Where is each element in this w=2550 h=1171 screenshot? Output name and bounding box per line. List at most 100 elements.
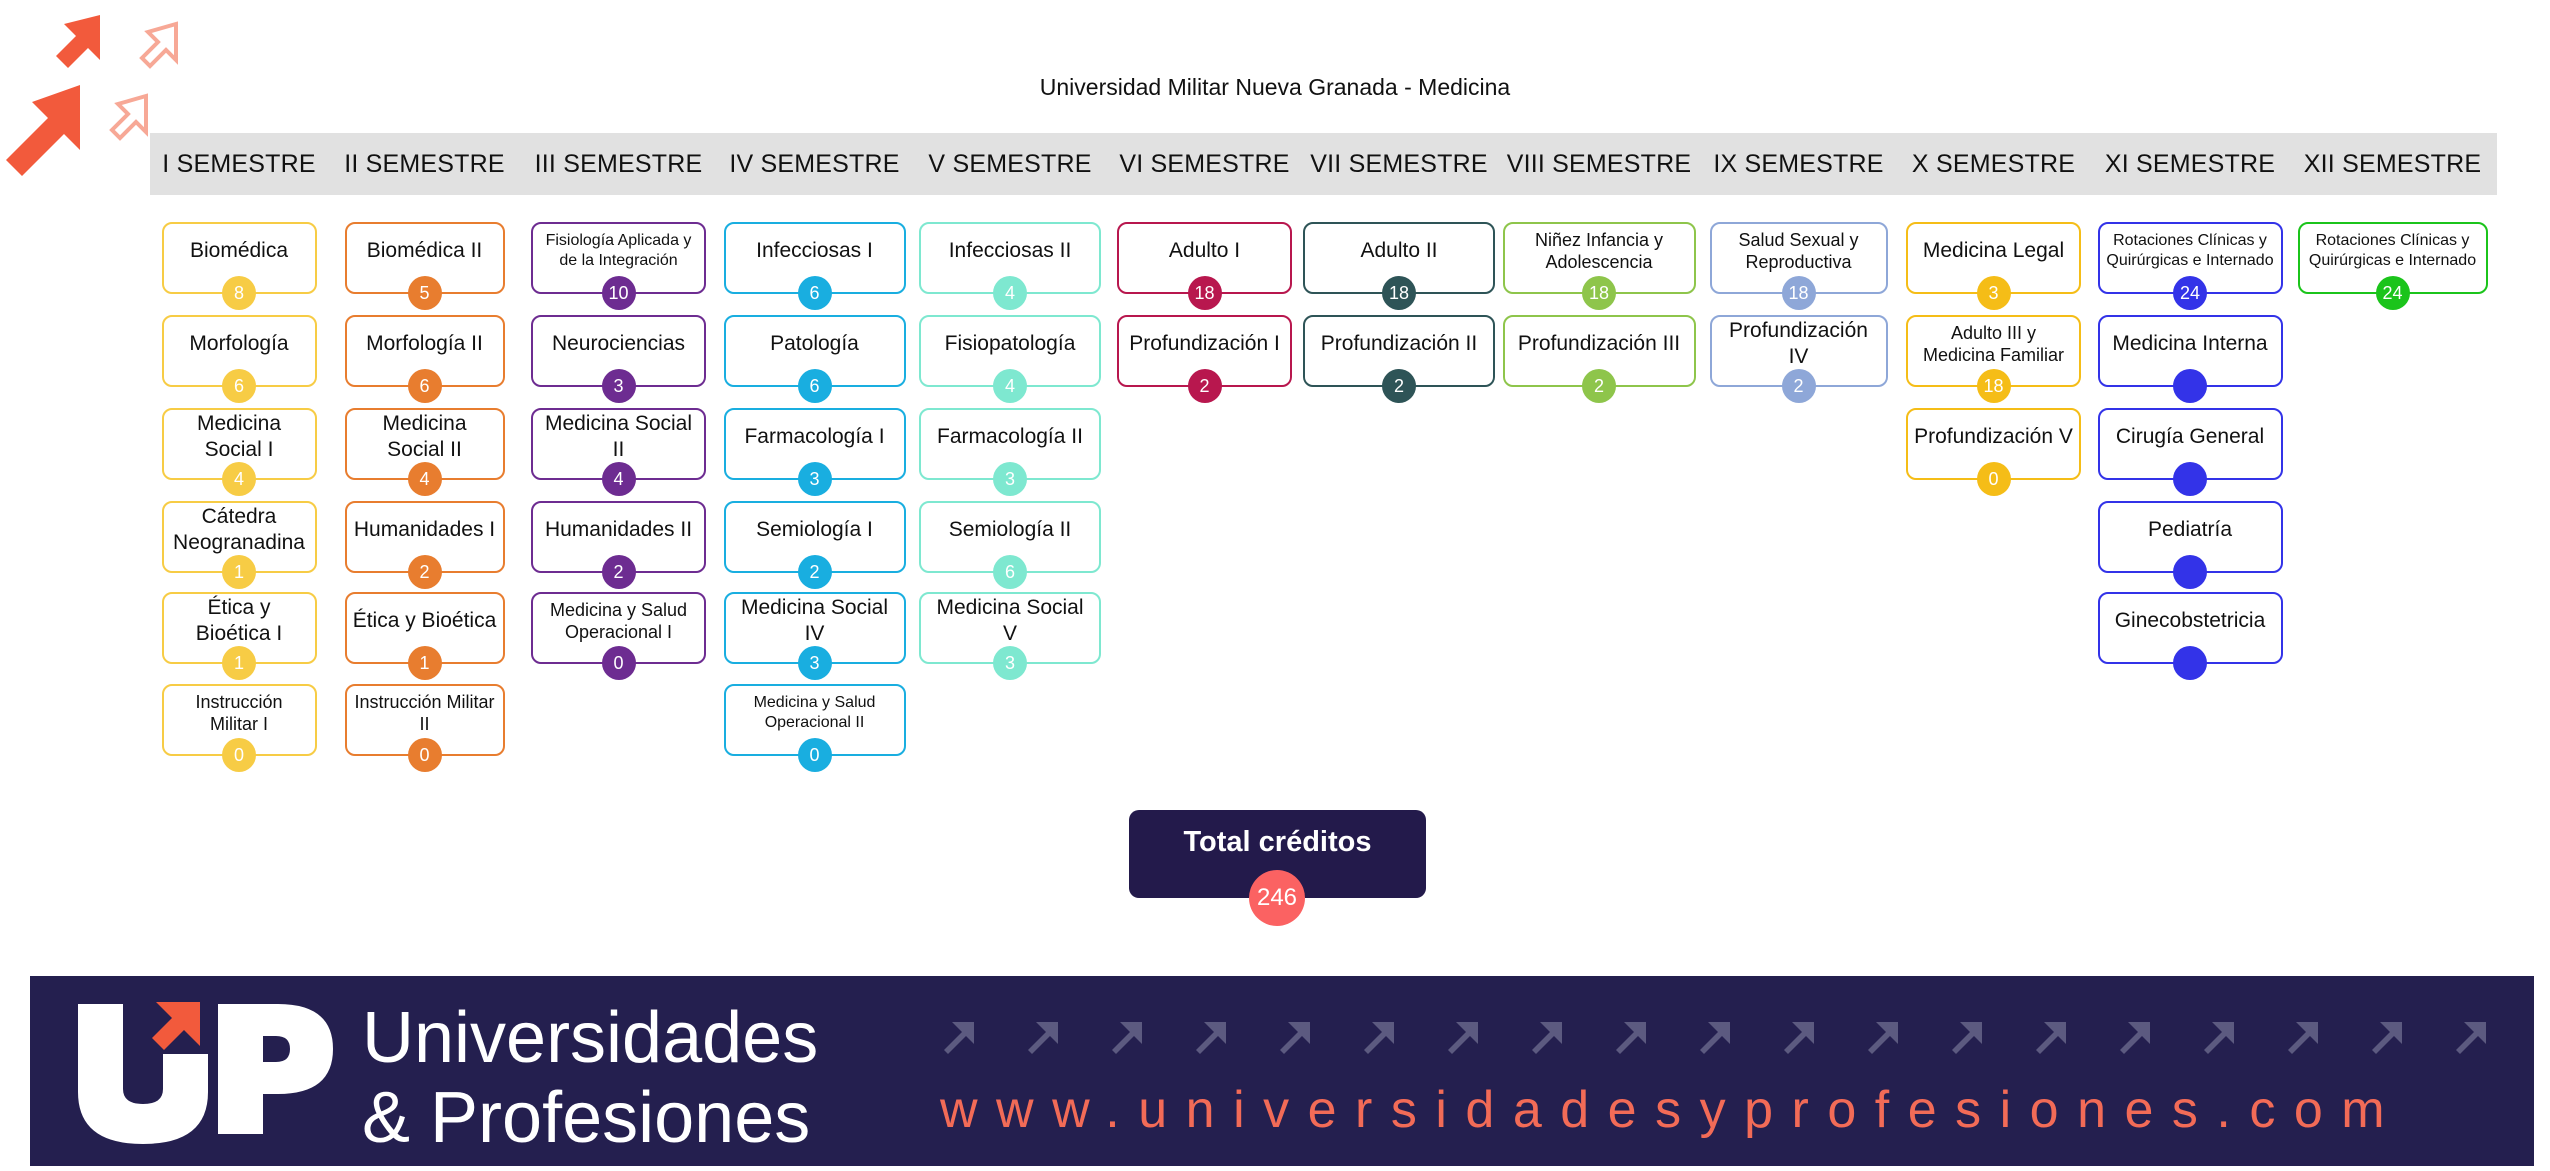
course-name: Ginecobstetricia [2114,608,2266,632]
course-name: Neurociencias [551,331,686,355]
semester-header: IV SEMESTRE [716,133,913,195]
course-credits-badge [2173,555,2207,589]
course-credits-badge: 2 [1582,369,1616,403]
course-name: Medicina y Salud Operacional II [753,694,876,731]
semester-header: I SEMESTRE [150,133,328,195]
course-name: Medicina Interna [2112,331,2268,355]
course-credits-badge: 18 [1781,276,1816,310]
course-name: Adulto III y Medicina Familiar [1922,322,2065,366]
course-credits-badge: 0 [222,738,256,772]
course-credits-badge: 1 [222,646,256,680]
course-card: Profundización II 2 [1303,315,1495,403]
course-card: Medicina y Salud Operacional II 0 [723,684,906,772]
course-credits-badge: 0 [797,738,832,772]
course-card: Fisiología Aplicada y de la Integración 1… [531,222,706,310]
course-card: Rotaciones Clínicas y Quirúrgicas e Inte… [2097,222,2283,310]
semester-header: XII SEMESTRE [2288,133,2497,195]
course-card: Ginecobstetricia [2097,592,2283,680]
arrow-up-right-icon [1364,1022,1394,1054]
semester-header: VII SEMESTRE [1302,133,1496,195]
course-name: Medicina y Salud Operacional I [549,599,688,643]
course-credits-badge: 2 [797,555,832,589]
course-credits-badge: 6 [797,276,832,310]
course-credits-badge: 3 [797,462,832,496]
course-credits-badge: 4 [601,462,636,496]
course-name: Fisiopatología [944,331,1076,355]
course-credits-badge: 5 [407,276,442,310]
arrows-logo-icon [6,15,178,176]
course-card: Fisiopatología 4 [919,315,1101,403]
semester-header: II SEMESTRE [328,133,521,195]
course-card: Pediatría [2097,501,2283,589]
course-card: Neurociencias 3 [531,315,706,403]
course-credits-badge: 4 [222,462,256,496]
arrow-up-right-icon [944,1022,974,1054]
course-card: Semiología I 2 [723,501,906,589]
course-credits-badge: 6 [407,369,442,403]
course-name: Instrucción Militar I [195,691,283,735]
arrow-up-right-icon [1280,1022,1310,1054]
course-name: Fisiología Aplicada y de la Integración [545,232,692,269]
course-name: Medicina Social I [196,411,282,461]
course-name: Semiología I [756,517,873,541]
course-credits-badge [2173,369,2207,403]
course-credits-badge: 10 [601,276,636,310]
course-credits-badge: 3 [797,646,832,680]
course-name: Pediatría [2147,517,2233,541]
course-credits-badge: 4 [407,462,442,496]
course-name: Medicina Legal [1922,238,2065,262]
course-card: Semiología II 6 [919,501,1101,589]
course-credits-badge: 6 [993,555,1027,589]
course-name: Medicina Social II [382,411,467,461]
course-name: Semiología II [948,517,1072,541]
course-name: Humanidades I [353,517,496,541]
footer-brand-line1: Universidades [362,998,819,1078]
course-credits-badge: 18 [1382,276,1416,310]
course-name: Morfología II [366,331,483,355]
course-credits-badge: 2 [1781,369,1816,403]
arrow-up-right-icon [1028,1022,1058,1054]
course-name: Salud Sexual y Reproductiva [1738,229,1859,273]
course-card: Medicina Interna [2097,315,2283,403]
arrow-up-right-icon-row [944,1022,2486,1054]
course-credits-badge: 3 [601,369,636,403]
course-credits-badge: 2 [1382,369,1416,403]
course-name: Rotaciones Clínicas y Quirúrgicas e Inte… [2106,232,2274,269]
arrow-up-right-icon [1616,1022,1646,1054]
arrow-up-right-icon [2288,1022,2318,1054]
course-name: Adulto I [1168,238,1241,262]
course-name: Ética y Bioética [352,608,497,632]
course-credits-badge [2173,646,2207,680]
course-credits-badge: 6 [797,369,832,403]
footer-website-link[interactable]: www.universidadesyprofesiones.com [940,1081,2404,1139]
course-credits-badge: 1 [407,646,442,680]
course-name: Profundización IV [1729,318,1868,368]
arrow-up-right-icon [1112,1022,1142,1054]
course-credits-badge: 4 [993,369,1027,403]
total-credits-label: Total créditos [1183,826,1372,858]
arrow-up-right-icon [2456,1022,2486,1054]
course-name: Profundización V [1914,424,2073,448]
arrow-up-right-icon [1784,1022,1814,1054]
footer-banner: Universidades & Profesiones www.universi… [30,976,2534,1166]
course-name: Niñez Infancia y Adolescencia [1534,229,1664,273]
course-name: Profundización II [1320,331,1478,355]
